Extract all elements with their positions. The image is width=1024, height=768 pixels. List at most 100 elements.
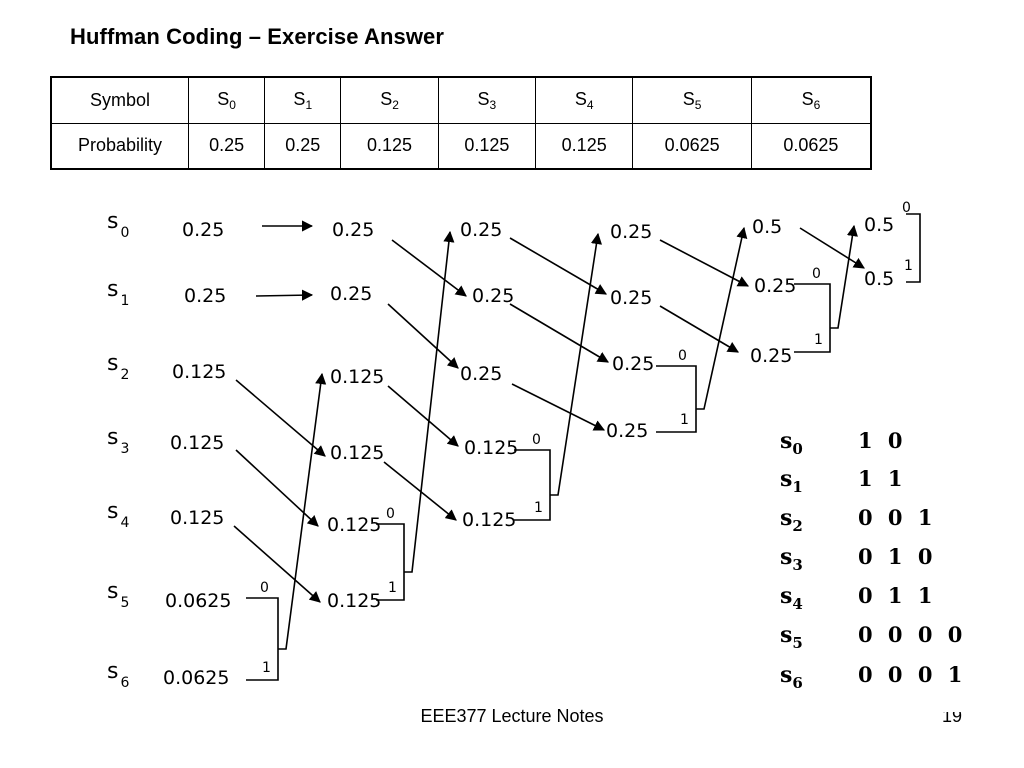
codeword-symbol: s3 — [780, 544, 803, 574]
transfer-arrow — [799, 227, 865, 269]
probability-row: Probability 0.25 0.25 0.125 0.125 0.125 … — [50, 122, 872, 170]
transfer-arrow — [383, 461, 457, 521]
branch-label-zero: 0 — [260, 580, 269, 596]
probability-node: 0.125 — [464, 437, 518, 459]
merge-bracket — [656, 365, 697, 433]
transfer-arrow — [387, 385, 459, 447]
branch-label-one: 1 — [814, 332, 823, 348]
merge-bracket — [514, 449, 551, 521]
transfer-arrow — [255, 289, 314, 301]
probability-node: 0.0625 — [163, 667, 229, 689]
probability-node: 0.25 — [610, 221, 652, 243]
codeword-symbol: s4 — [780, 583, 803, 613]
codeword-value: 1 1 — [858, 466, 907, 491]
merge-arrow — [404, 230, 455, 573]
diagram-symbol-subscript: 5 — [120, 595, 129, 611]
symbol-cell: S5 — [632, 76, 752, 124]
probability-node: 0.25 — [460, 219, 502, 241]
codeword-symbol: s5 — [780, 622, 803, 652]
branch-label-zero: 0 — [678, 348, 687, 364]
probability-cell: 0.125 — [535, 122, 634, 170]
probability-node: 0.0625 — [165, 590, 231, 612]
codeword-value: 0 0 1 — [858, 505, 937, 530]
root-bracket — [906, 213, 921, 283]
diagram-symbol-subscript: 4 — [120, 515, 129, 531]
probability-node: 0.125 — [327, 590, 381, 612]
branch-label-one: 1 — [262, 660, 271, 676]
symbol-row: Symbol S0 S1 S2 S3 S4 S5 S6 — [50, 76, 872, 124]
probability-header: Probability — [50, 122, 189, 170]
codeword-value: 0 0 0 0 — [858, 622, 967, 647]
codeword-value: 0 1 0 — [858, 544, 937, 569]
branch-label-zero: 0 — [902, 200, 911, 216]
transfer-arrow — [235, 379, 326, 457]
probability-node: 0.125 — [327, 514, 381, 536]
branch-label-one: 1 — [680, 412, 689, 428]
merge-arrow — [696, 226, 748, 410]
codeword-value: 0 1 1 — [858, 583, 937, 608]
probability-cell: 0.0625 — [750, 122, 872, 170]
merge-bracket — [794, 283, 831, 353]
codeword-value: 1 0 — [858, 428, 907, 453]
merge-bracket — [376, 523, 405, 601]
diagram-symbol-subscript: 6 — [120, 675, 129, 691]
probability-node: 0.5 — [864, 268, 894, 290]
codeword-row: s6 0 0 0 1 — [780, 662, 980, 698]
probability-node: 0.125 — [170, 432, 224, 454]
footer-text: EEE377 Lecture Notes — [420, 706, 604, 726]
branch-label-zero: 0 — [386, 506, 395, 522]
probability-node: 0.25 — [750, 345, 792, 367]
diagram-symbol-subscript: 3 — [120, 441, 129, 457]
probability-node: 0.25 — [182, 219, 224, 241]
probability-node: 0.125 — [170, 507, 224, 529]
branch-label-one: 1 — [904, 258, 913, 274]
branch-label-one: 1 — [534, 500, 543, 516]
probability-node: 0.25 — [754, 275, 796, 297]
transfer-arrow — [659, 305, 739, 353]
codeword-symbol: s0 — [780, 428, 803, 458]
branch-label-one: 1 — [388, 580, 397, 596]
merge-arrow — [278, 372, 327, 650]
symbol-cell: S2 — [340, 76, 439, 124]
codeword-symbol: s1 — [780, 466, 803, 496]
codeword-value: 0 0 0 1 — [858, 662, 967, 687]
transfer-arrow — [391, 239, 467, 297]
branch-label-zero: 0 — [812, 266, 821, 282]
probability-node: 0.25 — [610, 287, 652, 309]
probability-node: 0.5 — [752, 216, 782, 238]
symbol-cell: S4 — [535, 76, 634, 124]
diagram-symbol-subscript: 2 — [120, 367, 129, 383]
probability-cell: 0.25 — [264, 122, 342, 170]
probability-node: 0.25 — [332, 219, 374, 241]
transfer-arrow — [233, 525, 321, 603]
codeword-row: s1 1 1 — [780, 466, 980, 502]
codeword-symbol: s2 — [780, 505, 803, 535]
probability-node: 0.125 — [330, 366, 384, 388]
transfer-arrow — [387, 303, 459, 369]
codeword-row: s0 1 0 — [780, 428, 980, 464]
probability-cell: 0.125 — [437, 122, 537, 170]
probability-node: 0.5 — [864, 214, 894, 236]
symbol-cell: S6 — [750, 76, 872, 124]
merge-arrow — [550, 232, 603, 496]
probability-node: 0.25 — [330, 283, 372, 305]
codeword-row: s2 0 0 1 — [780, 505, 980, 541]
slide-title: Huffman Coding – Exercise Answer — [70, 24, 445, 49]
transfer-arrow — [511, 383, 606, 431]
transfer-arrow — [235, 449, 319, 527]
transfer-arrow — [509, 237, 607, 295]
probability-node: 0.125 — [172, 361, 226, 383]
codeword-row: s4 0 1 1 — [780, 583, 980, 619]
merge-bracket — [246, 597, 279, 681]
probability-node: 0.25 — [612, 353, 654, 375]
transfer-arrow — [659, 239, 749, 287]
probability-cell: 0.0625 — [632, 122, 752, 170]
codeword-row: s5 0 0 0 0 — [780, 622, 980, 658]
transfer-arrow — [509, 303, 609, 363]
